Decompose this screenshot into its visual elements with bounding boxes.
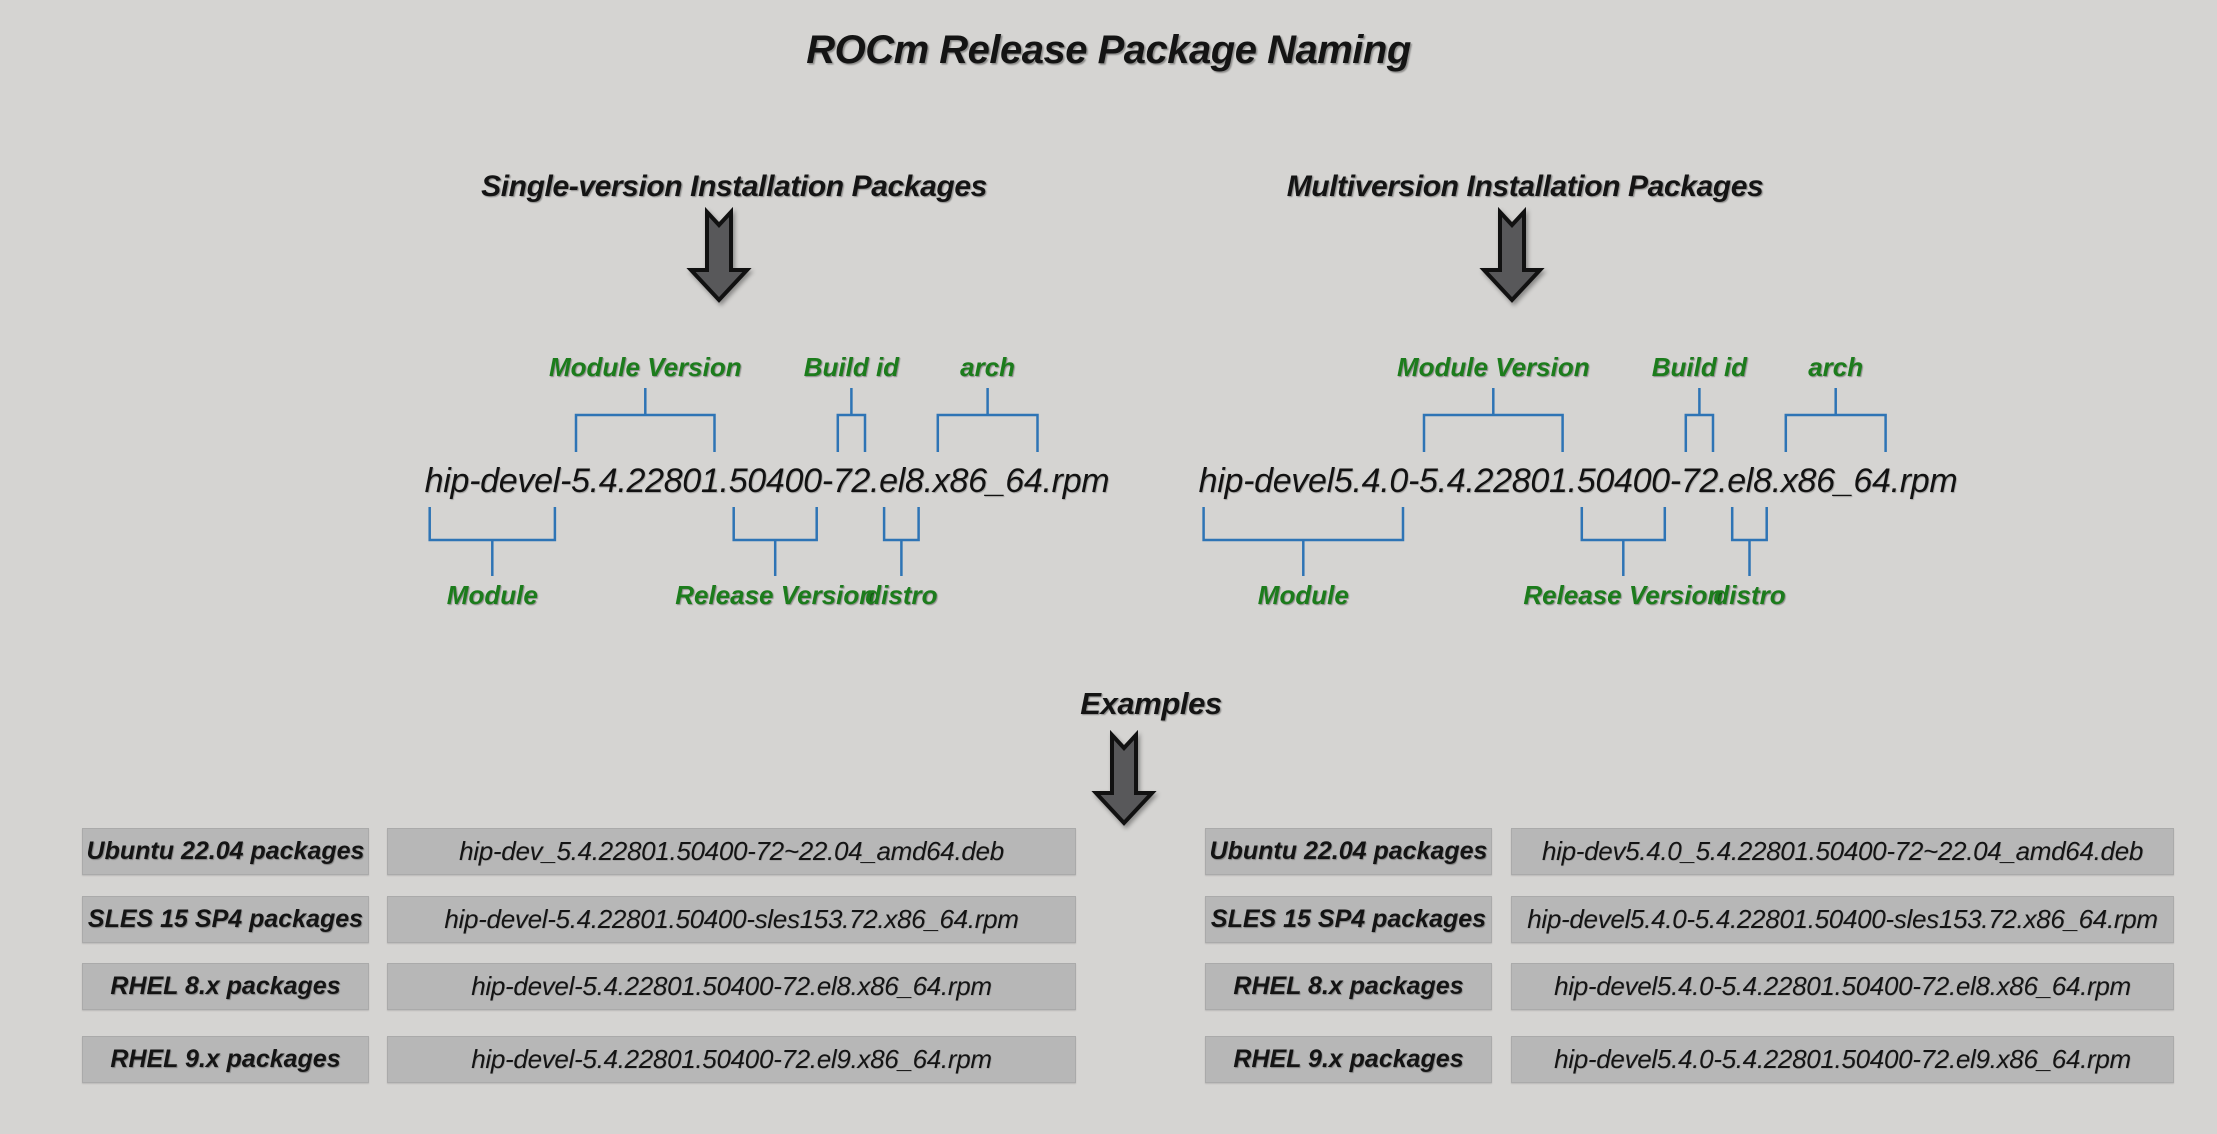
label-release-version: Release Version xyxy=(675,580,876,610)
os-label: SLES 15 SP4 packages xyxy=(1205,896,1492,943)
single-version-diagram: Module Version Build id arch hip-devel-5… xyxy=(402,340,1132,625)
bracket-lines xyxy=(1202,388,1887,576)
label-module: Module xyxy=(446,580,538,610)
filename-segment-build-id: 72 xyxy=(1680,462,1719,500)
os-label: Ubuntu 22.04 packages xyxy=(82,828,369,875)
filename-separator: . xyxy=(869,462,880,500)
label-release-version: Release Version xyxy=(1523,580,1724,610)
os-label: Ubuntu 22.04 packages xyxy=(1205,828,1492,875)
filename-segment-arch: x86_64 xyxy=(932,462,1043,500)
label-distro: distro xyxy=(865,580,938,610)
down-arrow-icon xyxy=(686,206,752,303)
filename-segment-module-version: 5.4.22801 xyxy=(1419,462,1568,500)
single-version-heading: Single-version Installation Packages xyxy=(481,170,987,203)
down-arrow-icon xyxy=(1091,729,1157,826)
label-build-id: Build id xyxy=(803,352,900,382)
os-label: RHEL 9.x packages xyxy=(82,1036,369,1083)
filename-separator: - xyxy=(1669,462,1681,500)
package-name: hip-devel-5.4.22801.50400-sles153.72.x86… xyxy=(387,896,1076,943)
label-module-version: Module Version xyxy=(1396,352,1590,382)
os-label: RHEL 9.x packages xyxy=(1205,1036,1492,1083)
down-arrow-icon xyxy=(1479,206,1545,303)
filename-separator: - xyxy=(821,462,833,500)
package-name: hip-dev5.4.0_5.4.22801.50400-72~22.04_am… xyxy=(1511,828,2174,875)
page-title: ROCm Release Package Naming xyxy=(806,28,1411,72)
label-build-id: Build id xyxy=(1651,352,1748,382)
multiversion-diagram: Module Version Build id arch hip-devel5.… xyxy=(1198,340,1958,625)
filename-separator: - xyxy=(1408,462,1420,500)
filename-segment-distro: el8 xyxy=(879,462,924,500)
filename-segment-release-version: 50400 xyxy=(1576,462,1670,500)
filename-extension: .rpm xyxy=(1042,462,1110,500)
package-name: hip-devel-5.4.22801.50400-72.el8.x86_64.… xyxy=(387,963,1076,1010)
package-name: hip-devel-5.4.22801.50400-72.el9.x86_64.… xyxy=(387,1036,1076,1083)
filename-segment-module-version: 5.4.22801 xyxy=(570,462,720,500)
os-label: SLES 15 SP4 packages xyxy=(82,896,369,943)
filename-segment-distro: el8 xyxy=(1727,462,1772,500)
bracket-lines xyxy=(428,388,1039,576)
filename-separator: . xyxy=(719,462,729,500)
filename-segment-build-id: 72 xyxy=(832,462,871,500)
filename-separator: . xyxy=(1567,462,1577,500)
multiversion-heading: Multiversion Installation Packages xyxy=(1286,170,1764,203)
filename-segment-arch: x86_64 xyxy=(1780,462,1891,500)
os-label: RHEL 8.x packages xyxy=(1205,963,1492,1010)
package-filename: hip-devel5.4.0-5.4.22801.50400-72.el8.x8… xyxy=(1198,462,1958,501)
package-name: hip-devel5.4.0-5.4.22801.50400-72.el9.x8… xyxy=(1511,1036,2174,1083)
filename-segment-module: hip-devel5.4.0 xyxy=(1198,462,1409,500)
filename-separator: . xyxy=(1718,462,1728,500)
package-name: hip-dev_5.4.22801.50400-72~22.04_amd64.d… xyxy=(387,828,1076,875)
os-label: RHEL 8.x packages xyxy=(82,963,369,1010)
examples-heading: Examples xyxy=(1080,686,1222,721)
filename-separator: . xyxy=(923,462,933,500)
package-name: hip-devel5.4.0-5.4.22801.50400-sles153.7… xyxy=(1511,896,2174,943)
label-arch: arch xyxy=(1808,352,1864,382)
filename-separator: . xyxy=(1771,462,1781,500)
package-name: hip-devel5.4.0-5.4.22801.50400-72.el8.x8… xyxy=(1511,963,2174,1010)
label-module: Module xyxy=(1257,580,1349,610)
filename-segment-release-version: 50400 xyxy=(728,462,822,500)
filename-extension: .rpm xyxy=(1890,462,1958,500)
label-arch: arch xyxy=(960,352,1016,382)
filename-separator: - xyxy=(559,462,571,500)
label-distro: distro xyxy=(1713,580,1786,610)
label-module-version: Module Version xyxy=(548,352,742,382)
filename-segment-module: hip-devel xyxy=(424,462,561,500)
package-filename: hip-devel-5.4.22801.50400-72.el8.x86_64.… xyxy=(402,462,1132,501)
